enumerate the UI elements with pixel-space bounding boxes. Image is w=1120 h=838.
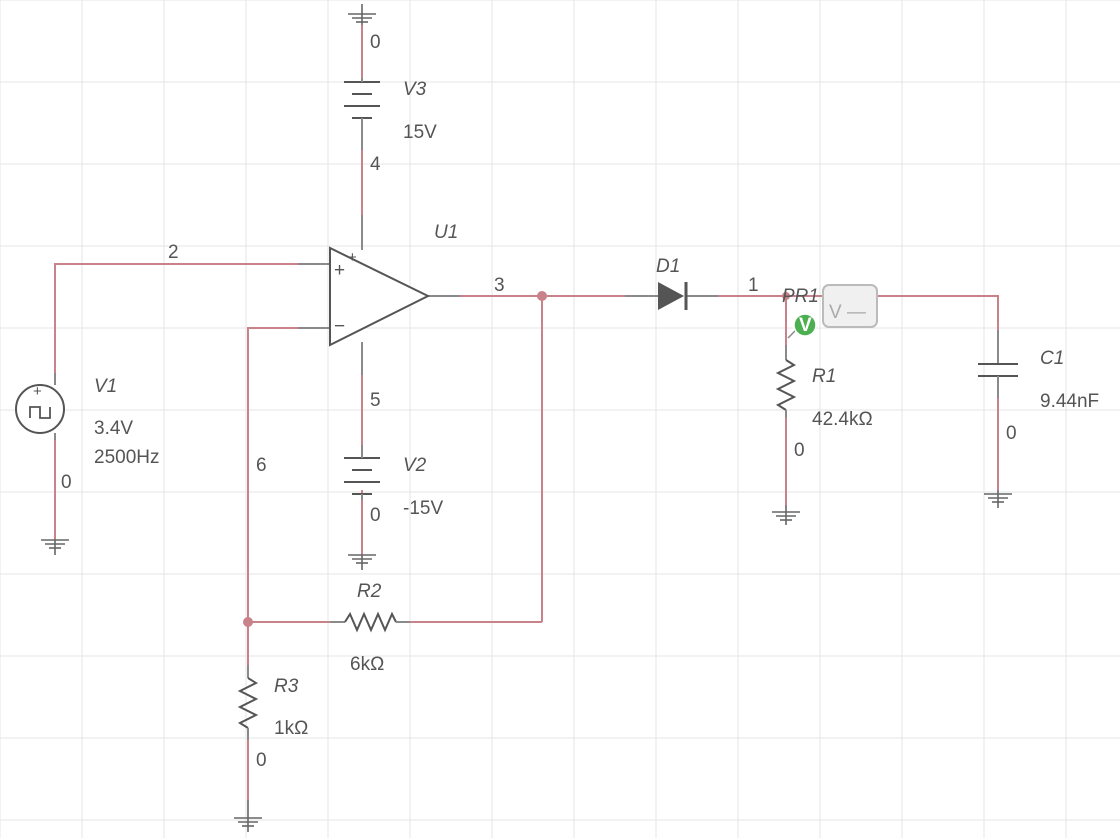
- pr1-label: PR1: [782, 286, 819, 307]
- ground-c1-icon: [984, 490, 1012, 508]
- node-label-0-r3: 0: [256, 750, 267, 771]
- junction-net-3[interactable]: [537, 291, 547, 301]
- v1-frequency: 2500Hz: [94, 447, 160, 468]
- wires: [54, 25, 999, 800]
- opamp-u1[interactable]: + − + U1: [329, 222, 458, 347]
- c1-label: C1: [1040, 348, 1064, 369]
- capacitor-c1[interactable]: C1 9.44nF: [978, 330, 1099, 412]
- node-label-0-v1: 0: [61, 472, 72, 493]
- node-label-2: 2: [168, 242, 179, 263]
- v2-value: -15V: [403, 498, 443, 519]
- resistor-r2[interactable]: R2 6kΩ: [330, 581, 410, 675]
- opamp-vplus-sign: +: [348, 249, 357, 266]
- junction-net-6[interactable]: [243, 617, 253, 627]
- voltmeter-box[interactable]: [822, 284, 878, 328]
- ground-r3-icon: [234, 800, 262, 832]
- source-v1[interactable]: + V1 3.4V 2500Hz: [15, 373, 160, 468]
- node-label-5: 5: [370, 390, 381, 411]
- node-label-4: 4: [370, 154, 381, 175]
- r3-value: 1kΩ: [274, 718, 308, 739]
- diode-d1[interactable]: D1: [656, 256, 688, 310]
- ground-v3-icon: [348, 4, 376, 25]
- node-label-1: 1: [748, 275, 759, 296]
- node-label-0-c1: 0: [1006, 423, 1017, 444]
- wire-net-6[interactable]: [247, 327, 330, 623]
- resistor-r1[interactable]: R1 42.4kΩ: [775, 345, 873, 430]
- wire-c1-top[interactable]: [878, 295, 999, 330]
- grounds: [41, 4, 1012, 832]
- wire-net-2[interactable]: [54, 263, 298, 373]
- v2-label: V2: [403, 455, 427, 476]
- opamp-label: U1: [434, 222, 458, 243]
- r3-label: R3: [274, 676, 299, 697]
- ground-v1-icon: [41, 539, 69, 555]
- d1-label: D1: [656, 256, 680, 277]
- v3-label: V3: [403, 79, 427, 100]
- battery-v3[interactable]: V3 15V: [344, 78, 437, 150]
- v3-value: 15V: [403, 122, 437, 143]
- r2-value: 6kΩ: [350, 654, 384, 675]
- ground-v2-icon: [348, 554, 376, 570]
- r2-label: R2: [357, 581, 382, 602]
- voltage-probe-icon[interactable]: [793, 313, 817, 337]
- node-label-6: 6: [256, 455, 267, 476]
- node-label-0-v2: 0: [370, 505, 381, 526]
- ground-r1-icon: [772, 505, 800, 525]
- opamp-plus-sign: +: [334, 260, 345, 281]
- node-label-3: 3: [494, 275, 505, 296]
- probe-marker: V: [799, 315, 812, 336]
- resistor-r3[interactable]: R3 1kΩ: [237, 665, 308, 740]
- v1-plus-sign: +: [33, 383, 42, 400]
- v1-label: V1: [94, 376, 117, 397]
- square-wave-icon: [29, 406, 51, 419]
- junction-net-1[interactable]: [782, 292, 790, 300]
- node-label-0-r1: 0: [794, 440, 805, 461]
- node-labels: 2 3 1 4 5 6 0 0 0 0 0 0: [61, 32, 1017, 771]
- diode-triangle: [658, 282, 684, 310]
- opamp-triangle: [329, 246, 431, 347]
- r1-value: 42.4kΩ: [812, 409, 873, 430]
- voltmeter-text: V —: [829, 302, 866, 323]
- probe-pr1[interactable]: V V — PR1: [782, 284, 878, 339]
- c1-value: 9.44nF: [1040, 391, 1099, 412]
- r1-label: R1: [812, 366, 836, 387]
- opamp-minus-sign: −: [334, 316, 345, 337]
- v1-voltage: 3.4V: [94, 418, 133, 439]
- node-label-0-v3: 0: [370, 32, 381, 53]
- battery-v2[interactable]: V2 -15V: [344, 445, 443, 519]
